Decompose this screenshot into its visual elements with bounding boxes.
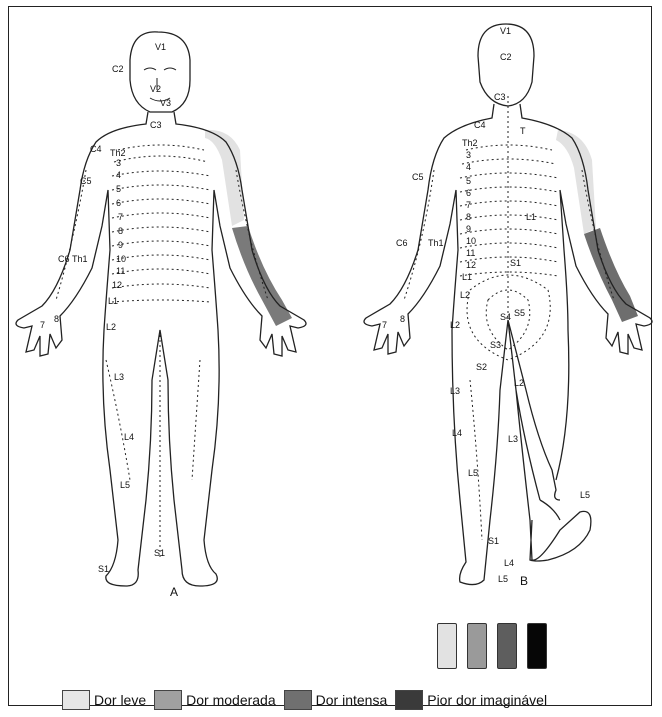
- back-dermatome-9: 9: [466, 224, 471, 234]
- back-dermatome-c5: C5: [412, 172, 424, 182]
- front-dermatome-c2: C2: [112, 64, 124, 74]
- front-dermatome-c8: 8: [54, 314, 59, 324]
- legend-label: Dor moderada: [186, 692, 276, 708]
- front-torso-outline: [16, 112, 306, 586]
- back-dermatome-s1c: S1: [488, 536, 499, 546]
- front-view-caption: A: [170, 585, 178, 599]
- back-dermatome-s4: S4: [500, 312, 511, 322]
- back-dermatome-l3b: L3: [508, 434, 518, 444]
- scale-bar-moderada: [467, 623, 487, 669]
- legend-swatch: [284, 690, 312, 710]
- legend-item: Pior dor imaginável: [395, 690, 547, 710]
- back-dermatome-5: 5: [466, 176, 471, 186]
- back-dermatome-s1: S1: [510, 258, 521, 268]
- back-dermatome-l2b: L2: [450, 320, 460, 330]
- front-dermatome-5: 5: [116, 184, 121, 194]
- front-dermatome-v2: V2: [150, 84, 161, 94]
- back-dermatome-l1: L1: [462, 272, 472, 282]
- back-dermatome-l2c: L2: [514, 378, 524, 388]
- back-dermatome-10: 10: [466, 236, 476, 246]
- front-dermatome-l4: L4: [124, 432, 134, 442]
- back-dermatome-c3: C3: [494, 92, 506, 102]
- front-dermatome-4: 4: [116, 170, 121, 180]
- front-dermatome-l1: L1: [108, 296, 118, 306]
- front-dermatome-v3: V3: [160, 98, 171, 108]
- legend-swatch: [62, 690, 90, 710]
- back-dermatome-l4: L4: [452, 428, 462, 438]
- back-dermatome-t1: T: [520, 126, 526, 136]
- back-dermatome-l5b: L5: [498, 574, 508, 584]
- front-dermatome-8: 8: [118, 226, 123, 236]
- front-dermatome-s1b: S1: [154, 548, 165, 558]
- back-arm-shading: [584, 228, 638, 322]
- front-arm-shading: [232, 226, 292, 326]
- legend-label: Dor intensa: [316, 692, 388, 708]
- back-dermatome-c8: 8: [400, 314, 405, 324]
- scale-bar-pior: [527, 623, 547, 669]
- back-body-view[interactable]: [364, 24, 652, 585]
- back-dermatome-l5: L5: [468, 468, 478, 478]
- back-dermatome-s2: S2: [476, 362, 487, 372]
- front-dermatome-10: 10: [116, 254, 126, 264]
- front-dermatome-l5: L5: [120, 480, 130, 490]
- front-dermatome-11: 11: [116, 266, 125, 276]
- back-dermatome-12: 12: [466, 260, 476, 270]
- legend-swatch: [395, 690, 423, 710]
- legend-label: Dor leve: [94, 692, 146, 708]
- front-dermatome-6: 6: [116, 198, 121, 208]
- back-dermatome-4: 4: [466, 162, 471, 172]
- back-view-caption: B: [520, 574, 528, 588]
- front-dermatome-c4: C4: [90, 144, 102, 154]
- back-dermatome-c4: C4: [474, 120, 486, 130]
- front-dermatome-v1: V1: [155, 42, 166, 52]
- back-dermatome-8: 8: [466, 212, 471, 222]
- back-dermatome-l3: L3: [450, 386, 460, 396]
- scale-bar-intensa: [497, 623, 517, 669]
- legend-item: Dor leve: [62, 690, 146, 710]
- legend-item: Dor intensa: [284, 690, 388, 710]
- front-dermatome-12: 12: [112, 280, 122, 290]
- back-dermatome-11: 11: [466, 248, 475, 258]
- scale-bar-leve: [437, 623, 457, 669]
- back-dermatome-c6: C6: [396, 238, 408, 248]
- back-dermatome-3: 3: [466, 150, 471, 160]
- back-dermatome-l4b: L4: [504, 558, 514, 568]
- back-dermatome-l1r: L1: [526, 212, 536, 222]
- legend-item: Dor moderada: [154, 690, 276, 710]
- front-dermatome-l3: L3: [114, 372, 124, 382]
- back-dermatome-th2: Th2: [462, 138, 478, 148]
- front-dermatome-7: 7: [118, 212, 123, 222]
- front-dermatome-th2: Th2: [110, 148, 126, 158]
- back-head-outline: [478, 24, 534, 106]
- front-dermatome-c6: C6: [58, 254, 70, 264]
- pain-legend: Dor leve Dor moderada Dor intensa Pior dor …: [62, 688, 622, 712]
- legend-label: Pior dor imaginável: [427, 692, 547, 708]
- front-dermatome-c3: C3: [150, 120, 162, 130]
- back-dermatome-l5c: L5: [580, 490, 590, 500]
- intensity-scale: [437, 623, 547, 669]
- back-dermatome-v1: V1: [500, 26, 511, 36]
- back-dermatome-7: 7: [466, 200, 471, 210]
- legend-swatch: [154, 690, 182, 710]
- back-dermatome-6: 6: [466, 188, 471, 198]
- back-dermatome-c2: C2: [500, 52, 512, 62]
- front-dermatome-l2: L2: [106, 322, 116, 332]
- front-dermatome-s1a: S1: [98, 564, 109, 574]
- back-dermatome-l2: L2: [460, 290, 470, 300]
- front-dermatome-3: 3: [116, 158, 121, 168]
- back-dermatome-s3: S3: [490, 340, 501, 350]
- front-body-view[interactable]: [16, 32, 306, 586]
- back-dermatome-c7: 7: [382, 320, 387, 330]
- back-dermatome-th1: Th1: [428, 238, 444, 248]
- front-dermatome-c7: 7: [40, 320, 45, 330]
- back-dermatome-s5: S5: [514, 308, 525, 318]
- front-dermatome-c5: C5: [80, 176, 92, 186]
- front-shoulder-shading: [205, 130, 244, 226]
- front-dermatome-th1: Th1: [72, 254, 88, 264]
- front-dermatome-9: 9: [118, 240, 123, 250]
